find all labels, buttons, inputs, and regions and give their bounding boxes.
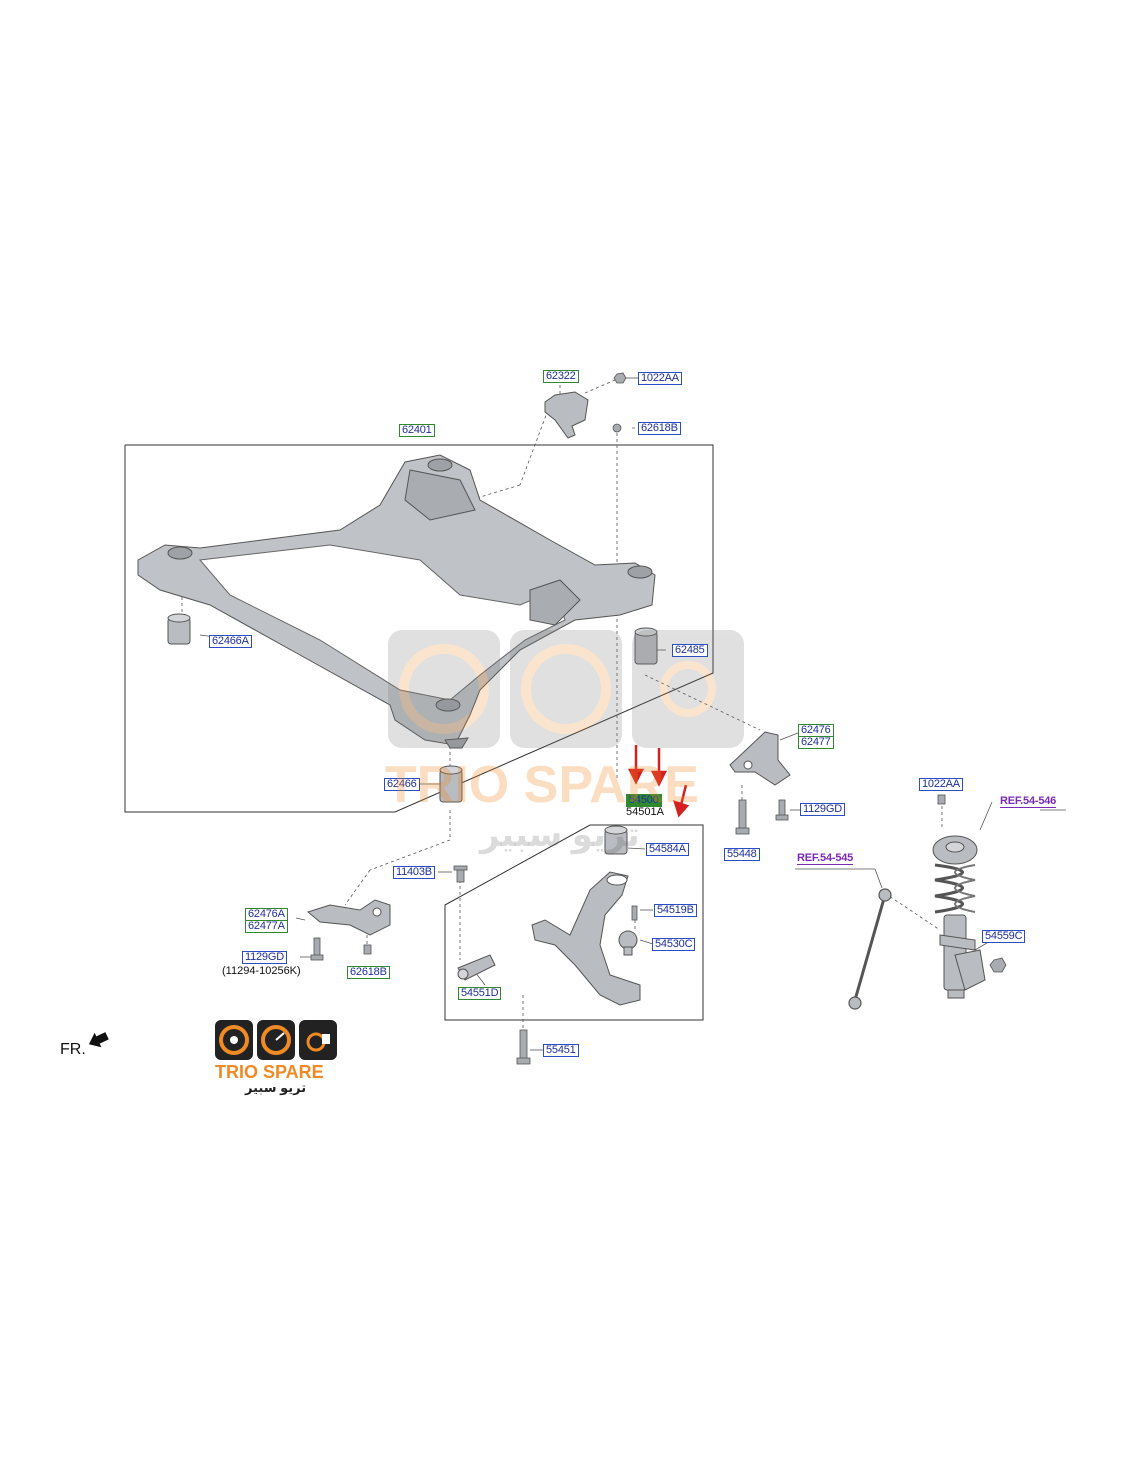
nut-54559C <box>989 957 1007 973</box>
bracket-62322 <box>544 391 589 439</box>
nut-1022AA-top <box>613 372 627 384</box>
strut-assembly <box>932 835 986 999</box>
label-11403B[interactable]: 11403B <box>393 866 435 879</box>
label-62485[interactable]: 62485 <box>672 644 708 657</box>
label-1129GD-l[interactable]: 1129GD <box>242 951 287 964</box>
bracket-62476-62477 <box>729 731 791 786</box>
label-62618B-l[interactable]: 62618B <box>347 966 390 979</box>
bushing-62466A <box>167 613 191 645</box>
ref-link-54-545[interactable]: REF.54-545 <box>797 852 854 865</box>
bolt-1129GD-l <box>310 937 324 961</box>
lower-control-arm <box>531 871 641 1006</box>
watermark-brand: TRIO SPARE <box>385 756 699 814</box>
nut-1022AA-r <box>937 794 946 805</box>
subframe-group-box <box>124 444 714 813</box>
nut-62618B-l <box>363 944 372 955</box>
logo-brand-text: TRIO SPARE <box>215 1062 324 1082</box>
bushing-54584A <box>604 825 628 855</box>
bushing-54551D <box>457 954 496 981</box>
label-1022AA-r[interactable]: 1022AA <box>919 778 963 791</box>
bolt-62618B-top <box>612 423 622 433</box>
label-62477[interactable]: 62477 <box>798 736 834 749</box>
highlight-arrows <box>627 745 690 818</box>
label-62401[interactable]: 62401 <box>399 424 435 437</box>
ball-joint-54530C <box>618 930 638 956</box>
logo-arabic-text: تريو سبير <box>245 1080 307 1095</box>
label-54559C[interactable]: 54559C <box>982 930 1026 943</box>
stabilizer-link <box>848 888 892 1010</box>
bushing-62466 <box>439 765 463 803</box>
label-62322[interactable]: 62322 <box>543 370 579 383</box>
lower-arm-group-box <box>444 824 704 1021</box>
watermark-logo-icon <box>388 630 744 748</box>
label-62477A[interactable]: 62477A <box>245 920 288 933</box>
label-62466[interactable]: 62466 <box>384 778 420 791</box>
label-54584A[interactable]: 54584A <box>646 843 689 856</box>
label-1022AA-top[interactable]: 1022AA <box>638 372 682 385</box>
bolt-55448 <box>735 799 750 835</box>
label-54530C[interactable]: 54530C <box>652 938 696 951</box>
bolt-11403B <box>453 865 468 883</box>
bolt-54519B <box>631 905 638 921</box>
bushing-62485 <box>634 627 658 665</box>
label-54519B[interactable]: 54519B <box>654 904 697 917</box>
label-54551D[interactable]: 54551D <box>458 987 502 1000</box>
bolt-55451 <box>516 1029 531 1065</box>
label-62618B-top[interactable]: 62618B <box>638 422 681 435</box>
ref-link-54-546[interactable]: REF.54-546 <box>1000 795 1057 808</box>
label-55448[interactable]: 55448 <box>724 848 760 861</box>
front-indicator: FR. <box>60 1041 86 1058</box>
label-55451[interactable]: 55451 <box>543 1044 579 1057</box>
bolt-1129GD-r <box>775 799 789 821</box>
note-11294-10256K: (11294-10256K) <box>222 965 301 977</box>
subframe-62401 <box>137 454 656 749</box>
label-62466A[interactable]: 62466A <box>209 635 252 648</box>
trio-spare-logo-icon <box>215 1020 337 1060</box>
label-54500[interactable]: 54500 <box>626 794 662 807</box>
front-direction-arrow-icon <box>88 1032 109 1048</box>
label-54501A[interactable]: 54501A <box>626 806 664 818</box>
label-1129GD-r[interactable]: 1129GD <box>800 803 845 816</box>
watermark-arabic: تريو سبير <box>480 816 640 854</box>
bracket-62476A-62477A <box>306 899 391 936</box>
